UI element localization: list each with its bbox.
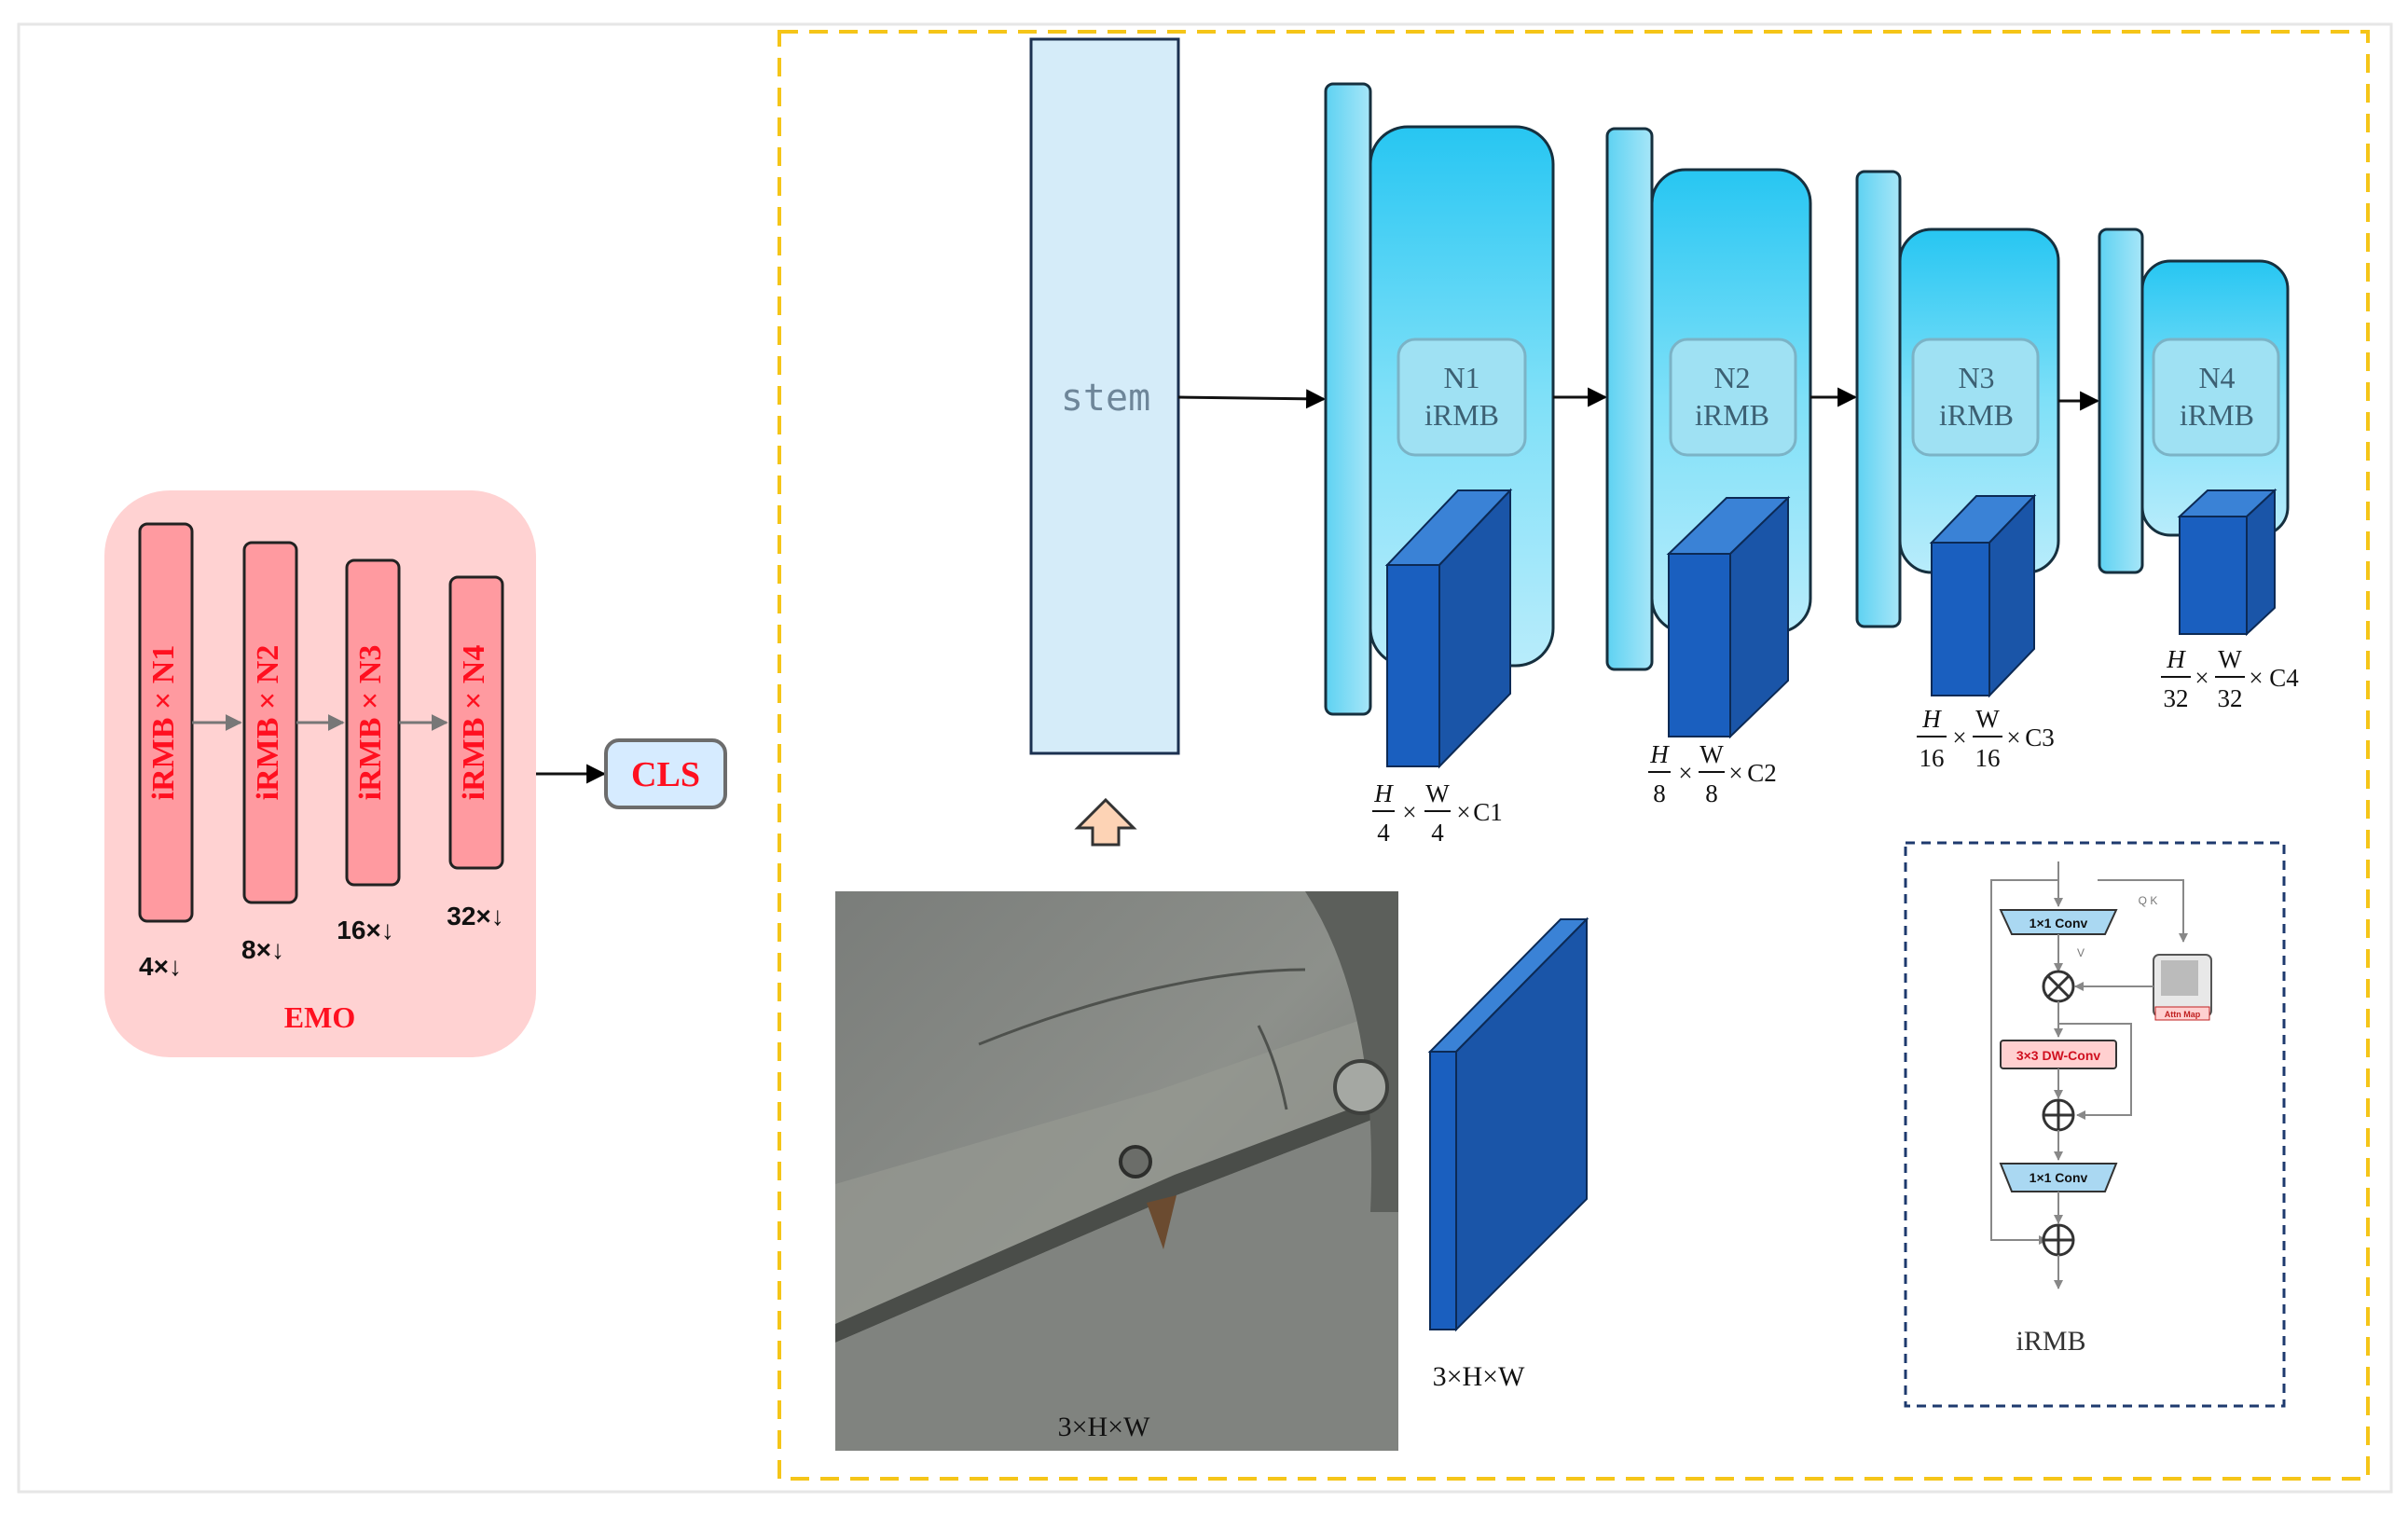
multiply-icon <box>2042 970 2075 1003</box>
svg-text:×: × <box>2249 664 2263 692</box>
emo-stride: 4×↓ <box>139 952 182 981</box>
svg-text:C3: C3 <box>2025 724 2055 751</box>
emo-stride: 8×↓ <box>241 935 284 964</box>
cls-label: CLS <box>631 755 700 794</box>
stage-count: N1 <box>1443 361 1479 394</box>
tensor-label: 3×H×W <box>1433 1361 1526 1392</box>
stage-4: N4 iRMB H 32 × W 32 × C4 <box>2098 227 2299 712</box>
stage-block: iRMB <box>1695 398 1769 432</box>
svg-text:1×1 Conv: 1×1 Conv <box>2030 1170 2088 1185</box>
emo-block-label: iRMB × N4 <box>457 645 491 801</box>
svg-text:×: × <box>1728 759 1742 787</box>
input-tensor: 3×H×W <box>1427 916 1589 1392</box>
svg-text:16: 16 <box>1975 744 2001 772</box>
svg-text:8: 8 <box>1705 779 1718 807</box>
stem-arrow <box>1177 389 1327 409</box>
svg-text:C1: C1 <box>1473 798 1503 826</box>
feature-map-3 <box>1929 493 2037 698</box>
svg-text:×: × <box>2195 664 2208 692</box>
emo-background <box>104 490 536 1057</box>
emo-label: EMO <box>284 1000 355 1034</box>
svg-text:H: H <box>2166 645 2186 673</box>
svg-text:H: H <box>1373 779 1394 807</box>
svg-text:3×3 DW-Conv: 3×3 DW-Conv <box>2016 1048 2101 1063</box>
svg-text:H: H <box>1921 705 1942 733</box>
stage-1: N1 iRMB H 4 × W 4 × C1 <box>1324 82 1555 847</box>
emo-block-label: iRMB × N3 <box>353 645 388 801</box>
svg-text:32: 32 <box>2164 684 2189 712</box>
cls-box: CLS <box>604 738 727 809</box>
attn-map-icon: Attn Map <box>2153 954 2212 1021</box>
stage-dims-4: H 32 × W 32 × C4 <box>2161 645 2299 712</box>
svg-text:C2: C2 <box>1747 759 1777 787</box>
feature-map-2 <box>1666 495 1791 739</box>
input-photo: 3×H×W <box>835 891 1398 1451</box>
stage-dims-1: H 4 × W 4 × C1 <box>1372 779 1503 847</box>
stage-count: N3 <box>1958 361 1994 394</box>
emo-stride: 32×↓ <box>447 902 504 930</box>
svg-text:×: × <box>1952 724 1966 751</box>
svg-text:×: × <box>1402 798 1416 826</box>
stage-dims-3: H 16 × W 16 × C3 <box>1917 705 2055 772</box>
emo-block-label: iRMB × N2 <box>251 645 285 801</box>
feature-map-1 <box>1384 488 1513 769</box>
feature-map-4 <box>2177 488 2277 637</box>
svg-text:16: 16 <box>1920 744 1945 772</box>
stage-count: N2 <box>1713 361 1750 394</box>
stage-dims-2: H 8 × W 8 × C2 <box>1648 740 1777 807</box>
stage-block: iRMB <box>1424 398 1499 432</box>
bolt <box>1333 1059 1389 1115</box>
svg-text:W: W <box>1699 740 1724 768</box>
emo-panel: iRMB × N1 iRMB × N2 iRMB × N3 iRMB × N4 … <box>104 490 536 1057</box>
emo-block-3: iRMB × N3 <box>345 558 401 887</box>
upload-arrow-icon <box>1074 797 1137 847</box>
emo-block-2: iRMB × N2 <box>242 541 298 904</box>
add-icon <box>2042 1098 2075 1132</box>
stage-2: N2 iRMB H 8 × W 8 × C2 <box>1605 127 1812 807</box>
svg-text:4: 4 <box>1377 819 1390 847</box>
stem-block: stem <box>1029 37 1180 755</box>
svg-text:×: × <box>2006 724 2020 751</box>
svg-text:V: V <box>2077 946 2085 959</box>
svg-text:W: W <box>1975 705 2000 733</box>
svg-text:C4: C4 <box>2269 664 2299 692</box>
irmb-detail: 1×1 Conv Q K V Attn Map 3×3 DW-Conv 1×1 <box>1904 841 2286 1408</box>
svg-text:×: × <box>1456 798 1470 826</box>
stage-block: iRMB <box>1939 398 2014 432</box>
svg-text:×: × <box>1678 759 1692 787</box>
add-icon <box>2042 1223 2075 1257</box>
svg-text:W: W <box>1425 779 1450 807</box>
svg-text:8: 8 <box>1653 779 1666 807</box>
svg-text:Q K: Q K <box>2139 894 2158 907</box>
emo-stride: 16×↓ <box>337 916 394 944</box>
svg-text:W: W <box>2218 645 2242 673</box>
emo-block-label: iRMB × N1 <box>146 645 181 801</box>
screw <box>1119 1145 1152 1178</box>
outer-border <box>17 22 2393 1494</box>
stage-block: iRMB <box>2180 398 2254 432</box>
irmb-frame <box>1904 841 2286 1408</box>
irmb-title: iRMB <box>2016 1326 2085 1357</box>
stage-count: N4 <box>2198 361 2235 394</box>
detail-frame <box>777 30 2370 1481</box>
svg-text:32: 32 <box>2218 684 2243 712</box>
conv-bottom <box>1999 1163 2118 1192</box>
svg-text:Attn Map: Attn Map <box>2165 1010 2201 1019</box>
svg-text:1×1 Conv: 1×1 Conv <box>2030 916 2088 930</box>
stage-3: N3 iRMB H 16 × W 16 × C3 <box>1855 170 2060 772</box>
emo-block-1: iRMB × N1 <box>138 522 194 923</box>
conv-top <box>1999 909 2118 935</box>
emo-block-4: iRMB × N4 <box>448 575 504 870</box>
svg-text:4: 4 <box>1431 819 1444 847</box>
stem-label: stem <box>1061 377 1150 420</box>
photo-label: 3×H×W <box>1058 1412 1151 1442</box>
svg-text:H: H <box>1649 740 1670 768</box>
